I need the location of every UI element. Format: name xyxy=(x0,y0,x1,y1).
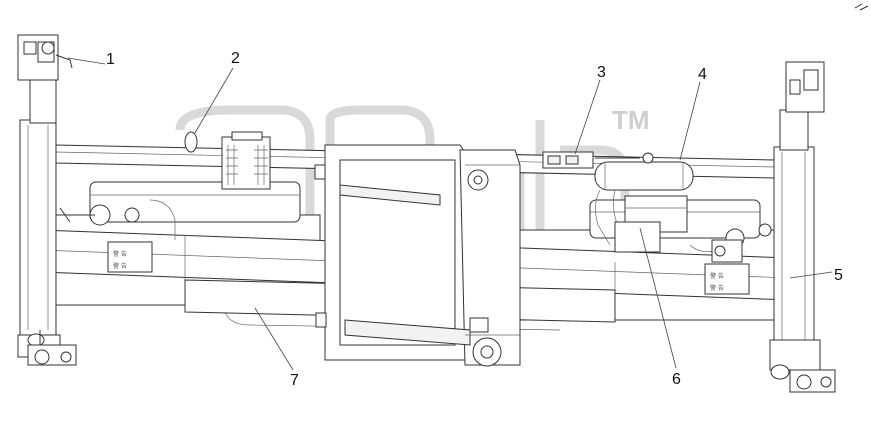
callout-1-label: 1 xyxy=(106,51,115,68)
corner-mark xyxy=(854,3,869,11)
plate-left-line2: 警 告 xyxy=(113,262,127,270)
callout-2: 2 xyxy=(194,50,240,134)
pump-unit-6 xyxy=(614,195,743,263)
plate-left-line1: 警 告 xyxy=(113,250,127,258)
callout-4: 4 xyxy=(679,66,707,161)
callout-6: 6 xyxy=(639,227,681,388)
left-leg-assembly xyxy=(17,34,77,366)
tank-4 xyxy=(594,152,694,251)
callout-1: 1 xyxy=(67,51,115,68)
plate-right-line1: 警 告 xyxy=(710,272,724,280)
right-leg-assembly xyxy=(769,61,836,393)
callout-2-label: 2 xyxy=(231,50,240,67)
watermark-tm: TM xyxy=(612,105,650,135)
callout-7: 7 xyxy=(254,307,299,389)
callout-5-label: 5 xyxy=(834,267,843,284)
electric-box-3 xyxy=(542,151,640,169)
callout-3: 3 xyxy=(574,64,606,155)
central-frame xyxy=(314,144,521,367)
valve-block-2 xyxy=(184,131,271,190)
callout-3-label: 3 xyxy=(597,64,606,81)
callout-7-label: 7 xyxy=(290,372,299,389)
callout-5: 5 xyxy=(789,267,843,284)
plate-right-line2: 警 告 xyxy=(710,284,724,292)
callout-6-label: 6 xyxy=(672,371,681,388)
callout-4-label: 4 xyxy=(698,66,707,83)
